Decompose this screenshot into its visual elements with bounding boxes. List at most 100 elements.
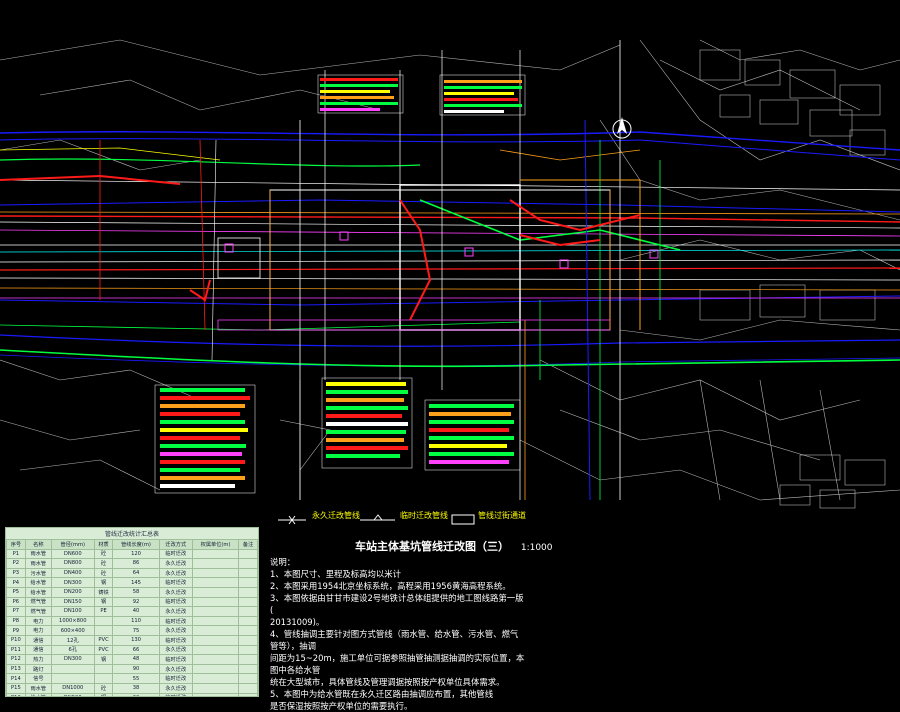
table-cell: 铸铁 — [93, 586, 114, 598]
table-cell: 临时迁改 — [158, 673, 193, 684]
table-cell: 永久迁改 — [158, 625, 193, 636]
table-cell — [238, 692, 258, 696]
pipe-crossing-marker-icon — [451, 514, 475, 525]
table-cell: 12孔 — [50, 634, 95, 646]
table-cell: P6 — [6, 596, 26, 608]
notes-heading: 说明： — [270, 557, 296, 567]
table-cell — [93, 673, 114, 684]
background-buildings — [699, 49, 886, 509]
table-cell: 永久迁改 — [158, 567, 193, 579]
table-cell: 6孔 — [50, 644, 95, 656]
table-cell: 信号 — [24, 673, 52, 684]
table-cell: P10 — [6, 634, 26, 646]
table-cell: 砼 — [93, 567, 114, 579]
table-header-cell: 序号 — [6, 539, 26, 550]
table-cell — [191, 654, 240, 665]
table-cell: 120 — [112, 548, 160, 560]
pipe-statistics-table: 管线迁改统计汇总表 序号名称管径(mm)材质管线长度(m)迁改方式权属单位(m)… — [6, 528, 258, 696]
table-cell: 给水管 — [24, 577, 52, 588]
table-cell: P11 — [6, 644, 26, 656]
table-header-cell: 备注 — [238, 539, 258, 550]
table-cell: 永久迁改 — [158, 682, 193, 694]
table-cell: 40 — [112, 606, 160, 617]
table-cell: 64 — [112, 567, 160, 579]
station-outline — [217, 179, 641, 331]
drawing-title-text: 车站主体基坑管线迁改图（三） — [355, 540, 509, 553]
table-cell — [191, 663, 240, 675]
table-cell — [93, 615, 114, 627]
table-cell — [191, 577, 240, 588]
table-cell — [238, 586, 258, 598]
table-cell — [191, 567, 240, 579]
table-cell: 钢 — [93, 692, 114, 696]
table-cell: 永久迁改 — [158, 558, 193, 569]
table-cell: DN1000 — [50, 682, 95, 694]
table-cell — [238, 673, 258, 684]
table-header-cell: 管线长度(m) — [112, 539, 160, 550]
crossing-markers — [224, 231, 659, 269]
table-cell — [93, 625, 114, 636]
table-cell: 临时迁改 — [158, 548, 193, 560]
table-cell — [238, 577, 258, 588]
table-cell: 55 — [112, 673, 160, 684]
annotation-block-top-left — [317, 74, 404, 114]
note-line: 是否保湿按照按产权单位的需要执行。 — [270, 701, 413, 711]
table-cell — [238, 663, 258, 675]
table-cell: DN500 — [50, 692, 95, 696]
table-row: P16给水管DN500钢62临时迁改 — [6, 692, 258, 696]
table-cell — [238, 654, 258, 665]
table-cell: 110 — [112, 615, 160, 627]
table-cell — [191, 558, 240, 569]
table-cell: DN800 — [50, 558, 95, 569]
table-cell — [238, 567, 258, 579]
table-cell — [238, 625, 258, 636]
table-cell — [191, 625, 240, 636]
table-cell: 通信 — [24, 644, 52, 656]
background-topography — [0, 39, 900, 501]
table-header-cell: 迁改方式 — [158, 539, 193, 550]
north-arrow-icon — [612, 117, 632, 139]
pipe-statistics-table-panel: 管线迁改统计汇总表 序号名称管径(mm)材质管线长度(m)迁改方式权属单位(m)… — [5, 527, 259, 697]
table-cell — [238, 596, 258, 608]
table-cell: 通信 — [24, 634, 52, 646]
table-cell: P2 — [6, 558, 26, 569]
table-cell: 75 — [112, 625, 160, 636]
table-cell: 1000×800 — [50, 615, 95, 627]
annotation-block-bottom-mid — [321, 377, 413, 469]
table-cell: P1 — [6, 548, 26, 560]
table-header-row: 序号名称管径(mm)材质管线长度(m)迁改方式权属单位(m)备注 — [6, 539, 258, 550]
table-cell — [50, 673, 95, 684]
table-cell: PVC — [93, 644, 114, 656]
table-cell — [191, 596, 240, 608]
note-line: 5、本图中为给水管既在永久迁区路由抽调应布置，其他管线 — [270, 689, 494, 699]
table-cell: 临时迁改 — [158, 692, 193, 696]
table-cell: DN100 — [50, 606, 95, 617]
note-line: 统在大型城市，具体管线及管理调据按照按产权单位具体需求。 — [270, 677, 505, 687]
table-cell: 临时迁改 — [158, 634, 193, 646]
table-cell: P12 — [6, 654, 26, 665]
table-cell: P5 — [6, 586, 26, 598]
table-cell: P3 — [6, 567, 26, 579]
table-cell: 燃气管 — [24, 606, 52, 617]
legend-symbols — [278, 514, 475, 525]
table-cell: 砼 — [93, 548, 114, 560]
legend-crossing-label: 管线过街通道 — [478, 511, 526, 520]
table-cell: 86 — [112, 558, 160, 569]
table-cell: 砼 — [93, 558, 114, 569]
legend: 永久迁改管线 临时迁改管线 管线过街通道 — [280, 510, 580, 532]
table-header-cell: 管径(mm) — [50, 539, 95, 550]
table-cell: 热力 — [24, 654, 52, 665]
table-cell — [191, 634, 240, 646]
table-cell: DN300 — [50, 577, 95, 588]
